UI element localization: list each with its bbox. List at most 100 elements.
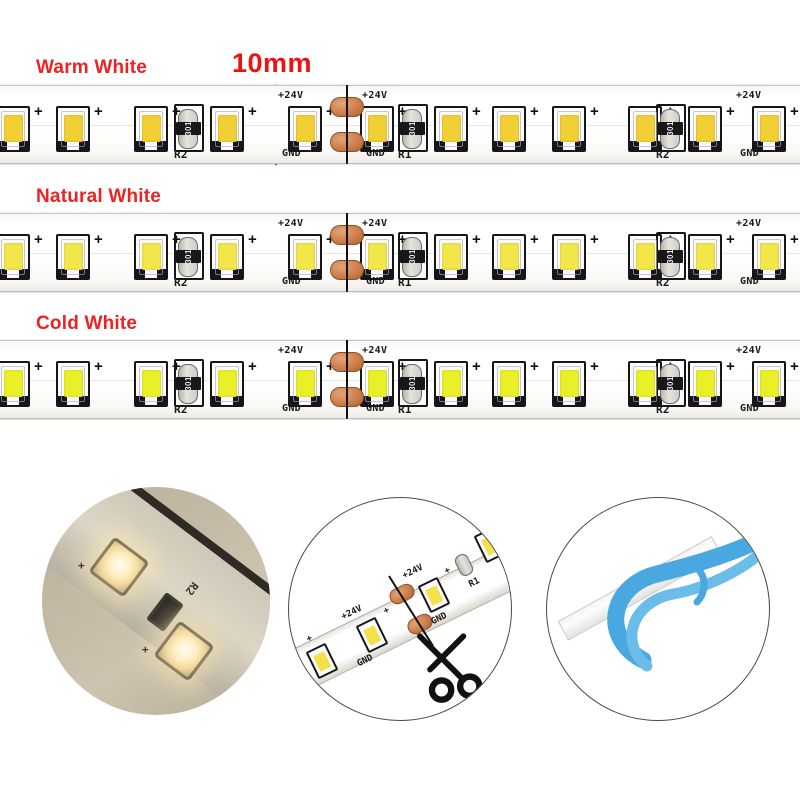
polarity-plus-mark: +: [726, 230, 735, 248]
led-phosphor-die: [499, 243, 519, 270]
led-package: [288, 105, 322, 152]
polarity-plus-mark: +: [34, 102, 43, 120]
led-lens: [61, 365, 85, 402]
led-phosphor-die: [499, 115, 519, 142]
led-strip-warm-white: ++++++++++++301R2301R1301R2+24VGND+24VGN…: [0, 85, 800, 164]
polarity-plus-mark: +: [172, 357, 181, 375]
led-package: [288, 233, 322, 280]
led-phosphor-die: [499, 370, 519, 397]
led-lens: [215, 365, 239, 402]
polarity-plus-mark: +: [94, 357, 103, 375]
led-lens: [757, 110, 781, 147]
led-package: [210, 360, 244, 407]
led-strip-cold-white: ++++++++++++301R2301R1301R2+24VGND+24VGN…: [0, 340, 800, 419]
polarity-plus-mark: +: [248, 102, 257, 120]
led-lens: [365, 110, 389, 147]
polarity-plus-mark: +: [172, 102, 181, 120]
led-lens: [365, 365, 389, 402]
led-package: [0, 233, 30, 280]
silkscreen-plus-24v: +24V: [362, 90, 388, 101]
led-lens: [439, 238, 463, 275]
polarity-plus-mark: +: [530, 357, 539, 375]
led-package: [492, 105, 526, 152]
silkscreen-resistor-label: R2: [174, 276, 188, 289]
led-package: [492, 233, 526, 280]
led-phosphor-die: [367, 115, 387, 142]
led-phosphor-die: [141, 243, 161, 270]
led-lens: [439, 365, 463, 402]
polarity-plus-mark: +: [398, 102, 407, 120]
led-package: [288, 360, 322, 407]
led-package: [360, 105, 394, 152]
smd-resistor: 301: [657, 108, 683, 149]
resistor-code-text: 301: [399, 376, 425, 391]
led-strip-natural-white: ++++++++++++301R2301R1301R2+24VGND+24VGN…: [0, 213, 800, 292]
smd-resistor: 301: [399, 363, 425, 404]
silkscreen-gnd: GND: [366, 403, 385, 414]
polarity-plus-mark: +: [34, 230, 43, 248]
silkscreen-plus-24v: +24V: [736, 218, 762, 229]
led-package: [134, 360, 168, 407]
polarity-plus-mark: +: [790, 102, 799, 120]
led-lens: [215, 110, 239, 147]
led-package: [0, 360, 30, 407]
led-lens: [497, 110, 521, 147]
photo-polarity-2: +: [142, 643, 149, 656]
led-phosphor-die: [559, 115, 579, 142]
led-package: [134, 233, 168, 280]
dimension-text-10mm: 10mm: [232, 48, 313, 78]
led-phosphor-die: [3, 370, 23, 397]
polarity-plus-mark: +: [472, 102, 481, 120]
led-phosphor-die: [141, 370, 161, 397]
led-lens: [439, 110, 463, 147]
silkscreen-resistor-label: R2: [656, 403, 670, 416]
resistor-footprint: [174, 231, 204, 280]
blue-peel-liner: [607, 529, 769, 672]
polarity-plus-mark: +: [398, 357, 407, 375]
led-package: [688, 105, 722, 152]
led-phosphor-die: [441, 115, 461, 142]
led-package: [752, 105, 786, 152]
smd-resistor: 301: [399, 108, 425, 149]
polarity-plus-mark: +: [726, 357, 735, 375]
led-lens: [757, 365, 781, 402]
led-phosphor-die: [295, 243, 315, 270]
led-phosphor-die: [695, 243, 715, 270]
led-package: [552, 233, 586, 280]
led-phosphor-die: [63, 370, 83, 397]
led-package: [752, 233, 786, 280]
led-phosphor-die: [559, 243, 579, 270]
polarity-plus-mark: +: [94, 102, 103, 120]
led-lens: [61, 110, 85, 147]
cut-line-marker: [346, 340, 348, 419]
led-package: [688, 233, 722, 280]
led-package: [688, 360, 722, 407]
led-package: [0, 105, 30, 152]
led-package: [552, 360, 586, 407]
resistor-code-text: 301: [399, 249, 425, 264]
led-lens: [757, 238, 781, 275]
led-lens: [1, 238, 25, 275]
led-phosphor-die: [759, 370, 779, 397]
led-package: [56, 105, 90, 152]
silkscreen-plus-24v: +24V: [736, 90, 762, 101]
resistor-footprint: [656, 103, 686, 152]
polarity-plus-mark: +: [248, 357, 257, 375]
resistor-code-text: 301: [175, 121, 201, 136]
led-phosphor-die: [295, 115, 315, 142]
smd-resistor: 301: [399, 236, 425, 277]
led-package: [56, 233, 90, 280]
led-lens: [215, 238, 239, 275]
polarity-plus-mark: +: [172, 230, 181, 248]
smd-resistor: 301: [175, 236, 201, 277]
resistor-code-text: 301: [175, 249, 201, 264]
polarity-plus-mark: +: [726, 102, 735, 120]
led-lens: [693, 365, 717, 402]
smd-resistor: 301: [175, 108, 201, 149]
led-package: [492, 360, 526, 407]
cct-label-warm-white: Warm White: [36, 57, 148, 78]
polarity-plus-mark: +: [248, 230, 257, 248]
silkscreen-resistor-label: R2: [174, 148, 188, 161]
led-lens: [497, 238, 521, 275]
